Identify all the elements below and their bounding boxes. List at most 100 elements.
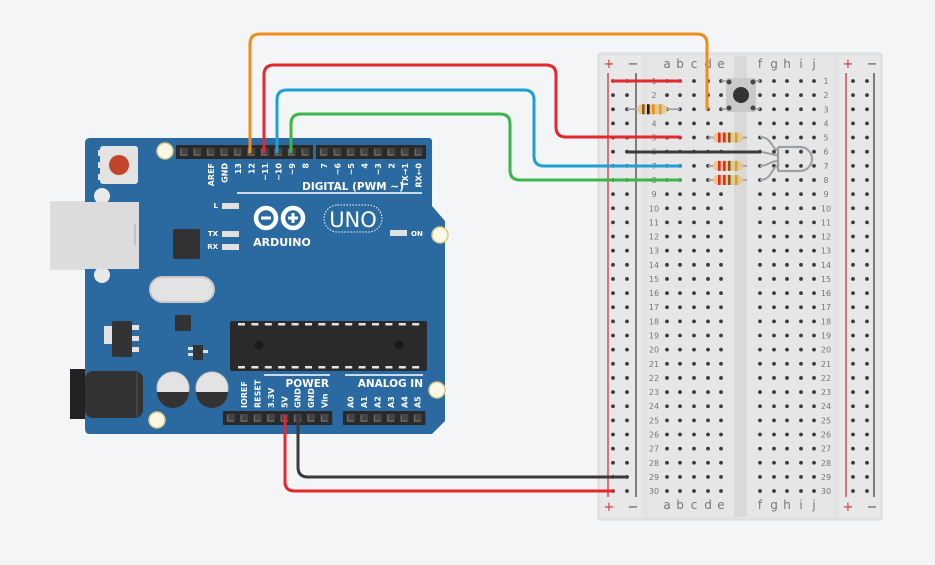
breadboard-hole[interactable] xyxy=(692,192,696,197)
breadboard-hole[interactable] xyxy=(772,446,776,451)
rail-hole[interactable] xyxy=(611,220,615,225)
rail-hole[interactable] xyxy=(625,361,629,366)
header-pin[interactable] xyxy=(413,414,422,422)
breadboard-hole[interactable] xyxy=(785,376,789,380)
breadboard-hole[interactable] xyxy=(812,291,816,295)
breadboard-hole[interactable] xyxy=(706,475,710,479)
rail-hole[interactable] xyxy=(625,376,629,380)
breadboard-hole[interactable] xyxy=(785,149,789,154)
breadboard-hole[interactable] xyxy=(692,432,696,437)
header-pin[interactable] xyxy=(307,414,316,422)
header-pin[interactable] xyxy=(373,414,382,422)
breadboard-hole[interactable] xyxy=(706,418,710,423)
breadboard-hole[interactable] xyxy=(812,192,816,197)
rail-hole[interactable] xyxy=(865,248,869,253)
breadboard-hole[interactable] xyxy=(812,404,816,409)
resistor-blue[interactable] xyxy=(708,174,747,185)
rail-hole[interactable] xyxy=(865,277,869,281)
breadboard-hole[interactable] xyxy=(692,361,696,366)
breadboard-hole[interactable] xyxy=(758,475,762,479)
breadboard-hole[interactable] xyxy=(785,79,789,83)
rail-hole[interactable] xyxy=(625,347,629,352)
rail-hole[interactable] xyxy=(851,319,855,324)
breadboard-hole[interactable] xyxy=(678,305,682,310)
rail-hole[interactable] xyxy=(851,418,855,423)
breadboard-hole[interactable] xyxy=(758,333,762,338)
breadboard-hole[interactable] xyxy=(785,93,789,98)
breadboard-hole[interactable] xyxy=(678,347,682,352)
breadboard-hole[interactable] xyxy=(665,234,669,239)
breadboard-hole[interactable] xyxy=(692,121,696,126)
breadboard-hole[interactable] xyxy=(719,234,723,239)
breadboard-hole[interactable] xyxy=(706,489,710,493)
breadboard-hole[interactable] xyxy=(799,390,803,394)
rail-hole[interactable] xyxy=(851,305,855,310)
header-pin[interactable] xyxy=(400,414,409,422)
breadboard-hole[interactable] xyxy=(706,121,710,126)
breadboard-hole[interactable] xyxy=(772,404,776,409)
header-pin[interactable] xyxy=(240,414,249,422)
breadboard-hole[interactable] xyxy=(799,475,803,479)
breadboard-hole[interactable] xyxy=(706,305,710,310)
breadboard-hole[interactable] xyxy=(799,178,803,182)
breadboard-hole[interactable] xyxy=(706,404,710,409)
wire-pin10-blue[interactable] xyxy=(275,88,682,168)
breadboard-hole[interactable] xyxy=(812,93,816,98)
breadboard-hole[interactable] xyxy=(665,319,669,324)
breadboard-hole[interactable] xyxy=(678,390,682,394)
rail-hole[interactable] xyxy=(865,489,869,493)
breadboard-hole[interactable] xyxy=(665,121,669,126)
breadboard-hole[interactable] xyxy=(812,178,816,182)
breadboard-hole[interactable] xyxy=(692,248,696,253)
header-pin[interactable] xyxy=(193,148,202,156)
rail-hole[interactable] xyxy=(611,404,615,409)
breadboard-hole[interactable] xyxy=(758,277,762,281)
breadboard-hole[interactable] xyxy=(812,248,816,253)
breadboard-hole[interactable] xyxy=(772,277,776,281)
rail-hole[interactable] xyxy=(851,277,855,281)
breadboard-hole[interactable] xyxy=(678,220,682,225)
breadboard-hole[interactable] xyxy=(785,178,789,182)
breadboard-hole[interactable] xyxy=(678,404,682,409)
rail-hole[interactable] xyxy=(865,107,869,112)
breadboard-hole[interactable] xyxy=(692,347,696,352)
breadboard-hole[interactable] xyxy=(665,220,669,225)
breadboard-hole[interactable] xyxy=(692,79,696,83)
header-pin[interactable] xyxy=(301,148,310,156)
breadboard-hole[interactable] xyxy=(678,291,682,295)
breadboard-hole[interactable] xyxy=(785,192,789,197)
breadboard-hole[interactable] xyxy=(706,376,710,380)
breadboard-hole[interactable] xyxy=(758,376,762,380)
breadboard-hole[interactable] xyxy=(665,206,669,211)
breadboard-hole[interactable] xyxy=(719,418,723,423)
header-pin[interactable] xyxy=(266,414,275,422)
breadboard-hole[interactable] xyxy=(812,446,816,451)
breadboard-hole[interactable] xyxy=(719,305,723,310)
breadboard-hole[interactable] xyxy=(772,93,776,98)
breadboard-hole[interactable] xyxy=(772,206,776,211)
breadboard-hole[interactable] xyxy=(665,262,669,267)
breadboard-hole[interactable] xyxy=(785,234,789,239)
rail-hole[interactable] xyxy=(851,347,855,352)
rail-hole[interactable] xyxy=(851,404,855,409)
header-pin[interactable] xyxy=(319,148,328,156)
header-pin[interactable] xyxy=(333,148,342,156)
breadboard-hole[interactable] xyxy=(706,277,710,281)
breadboard-hole[interactable] xyxy=(772,192,776,197)
header-pin[interactable] xyxy=(386,414,395,422)
breadboard-hole[interactable] xyxy=(812,234,816,239)
breadboard-hole[interactable] xyxy=(772,121,776,126)
breadboard-hole[interactable] xyxy=(812,163,816,168)
breadboard-hole[interactable] xyxy=(678,192,682,197)
rail-hole[interactable] xyxy=(625,234,629,239)
breadboard-hole[interactable] xyxy=(706,319,710,324)
breadboard-hole[interactable] xyxy=(678,93,682,98)
header-pin[interactable] xyxy=(387,148,396,156)
breadboard-hole[interactable] xyxy=(772,79,776,83)
rail-hole[interactable] xyxy=(865,262,869,267)
breadboard-hole[interactable] xyxy=(692,305,696,310)
rail-hole[interactable] xyxy=(851,291,855,295)
rail-hole[interactable] xyxy=(865,135,869,140)
breadboard-hole[interactable] xyxy=(772,234,776,239)
